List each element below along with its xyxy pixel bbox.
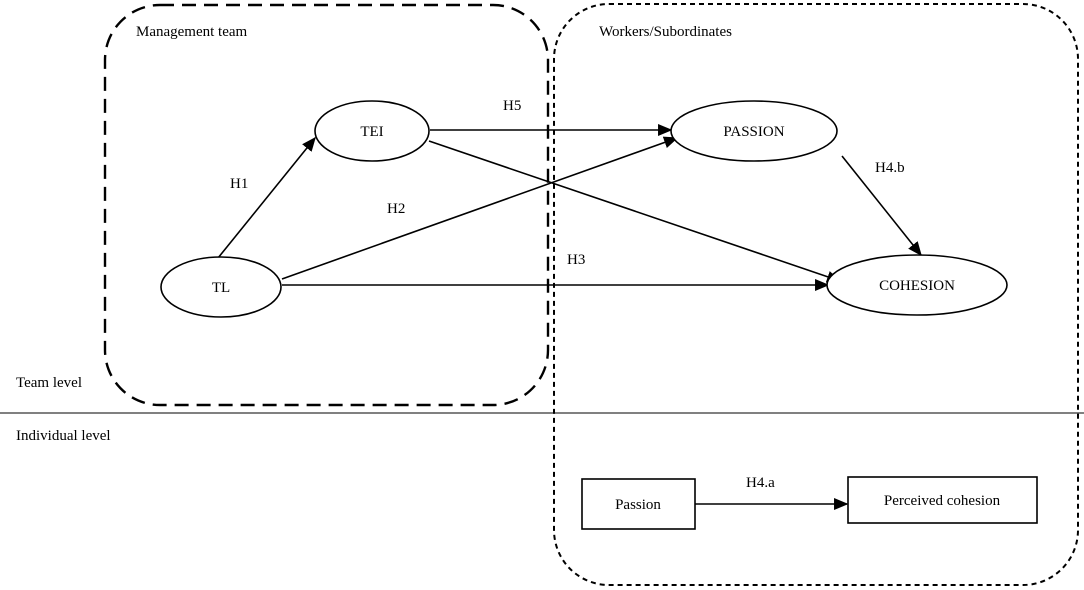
hypothesis-h3-label: H3 [567, 252, 585, 268]
node-tei-label: TEI [360, 124, 383, 140]
management-team-label: Management team [136, 24, 248, 40]
node-passion-team: PASSION [670, 100, 838, 162]
workers-boundary [553, 3, 1079, 586]
node-cohesion-team-label: COHESION [879, 278, 955, 294]
individual-level-label: Individual level [16, 428, 111, 444]
team-level-label: Team level [16, 375, 82, 391]
node-tei: TEI [314, 100, 430, 162]
node-perceived-cohesion-label: Perceived cohesion [884, 493, 1001, 509]
workers-label: Workers/Subordinates [599, 24, 732, 40]
hypothesis-h2-label: H2 [387, 201, 405, 217]
node-passion-team-label: PASSION [723, 124, 784, 140]
node-tl: TL [160, 256, 282, 318]
edge-h4b [841, 155, 922, 257]
hypothesis-h4a-label: H4.a [746, 475, 775, 491]
node-tl-label: TL [212, 280, 230, 296]
node-cohesion-team: COHESION [826, 254, 1008, 316]
edge-h1 [217, 136, 316, 259]
hypothesis-h5-label: H5 [503, 98, 521, 114]
node-passion-individual-label: Passion [615, 497, 661, 513]
management-team-boundary [103, 3, 550, 407]
node-perceived-cohesion: Perceived cohesion [847, 476, 1038, 524]
edge-h2 [281, 136, 679, 280]
edge-tei-cohesion [428, 140, 842, 283]
hypothesis-h4b-label: H4.b [875, 160, 905, 176]
node-passion-individual: Passion [581, 478, 696, 530]
hypothesis-h1-label: H1 [230, 176, 248, 192]
